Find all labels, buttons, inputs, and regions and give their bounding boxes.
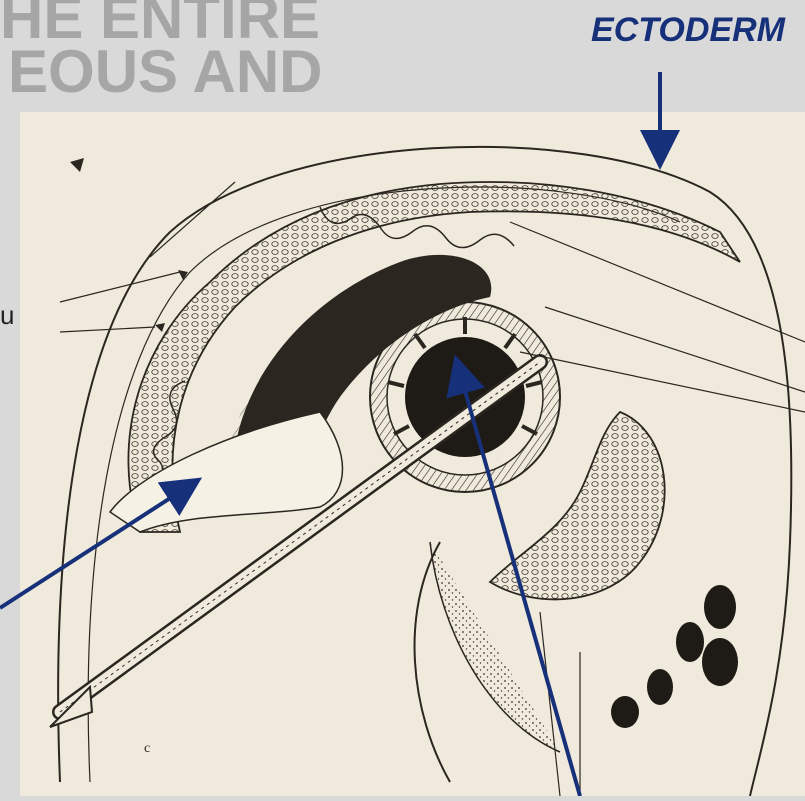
left-region-pointer xyxy=(0,484,192,608)
center-cavity-pointer xyxy=(458,366,580,796)
